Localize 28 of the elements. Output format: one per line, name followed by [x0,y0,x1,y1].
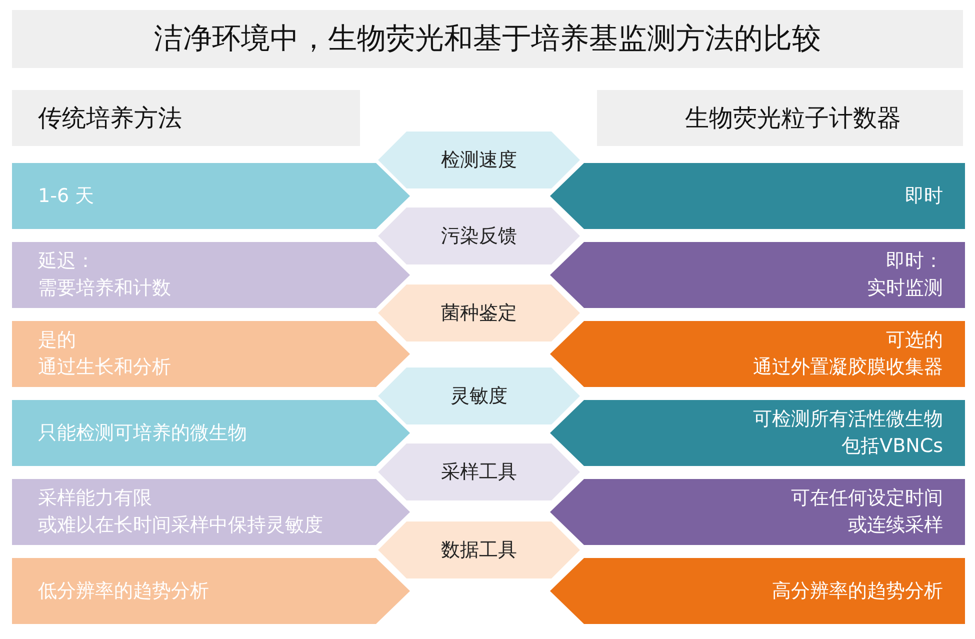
comparison-text: 或难以在长时间采样中保持灵敏度 [38,513,323,538]
comparison-text: 采样能力有限 [38,486,152,511]
comparison-text: 需要培养和计数 [38,276,171,301]
comparison-text: 即时 [905,184,943,208]
comparison-text: 只能检测可培养的微生物 [38,420,247,446]
comparison-text: 通过生长和分析 [38,355,171,380]
comparison-text: 低分辨率的趋势分析 [38,578,209,604]
comparison-text: 或连续采样 [848,513,943,538]
comparison-text: 通过外置凝胶膜收集器 [753,355,943,380]
criterion-label: 采样工具 [441,460,517,484]
title-banner: 洁净环境中，生物荧光和基于培养基监测方法的比较 [12,10,963,68]
comparison-text: 可在任何设定时间 [791,486,943,511]
comparison-text: 实时监测 [867,276,943,301]
criterion-label: 污染反馈 [441,224,517,248]
column-heading: 传统培养方法 [38,104,182,132]
comparison-text: 包括VBNCs [842,434,943,459]
criterion-label: 检测速度 [441,148,517,172]
comparison-text: 高分辨率的趋势分析 [772,578,943,604]
criterion-label: 灵敏度 [450,384,508,408]
comparison-text: 1-6 天 [38,184,94,208]
criterion-label: 数据工具 [441,538,517,562]
comparison-text: 延迟： [38,249,95,274]
comparison-text: 即时： [886,249,943,274]
criterion-label: 菌种鉴定 [441,300,517,326]
comparison-text: 是的 [38,328,76,353]
comparison-text: 可选的 [886,328,943,353]
comparison-text: 可检测所有活性微生物 [753,407,943,432]
column-heading: 生物荧光粒子计数器 [685,104,901,132]
